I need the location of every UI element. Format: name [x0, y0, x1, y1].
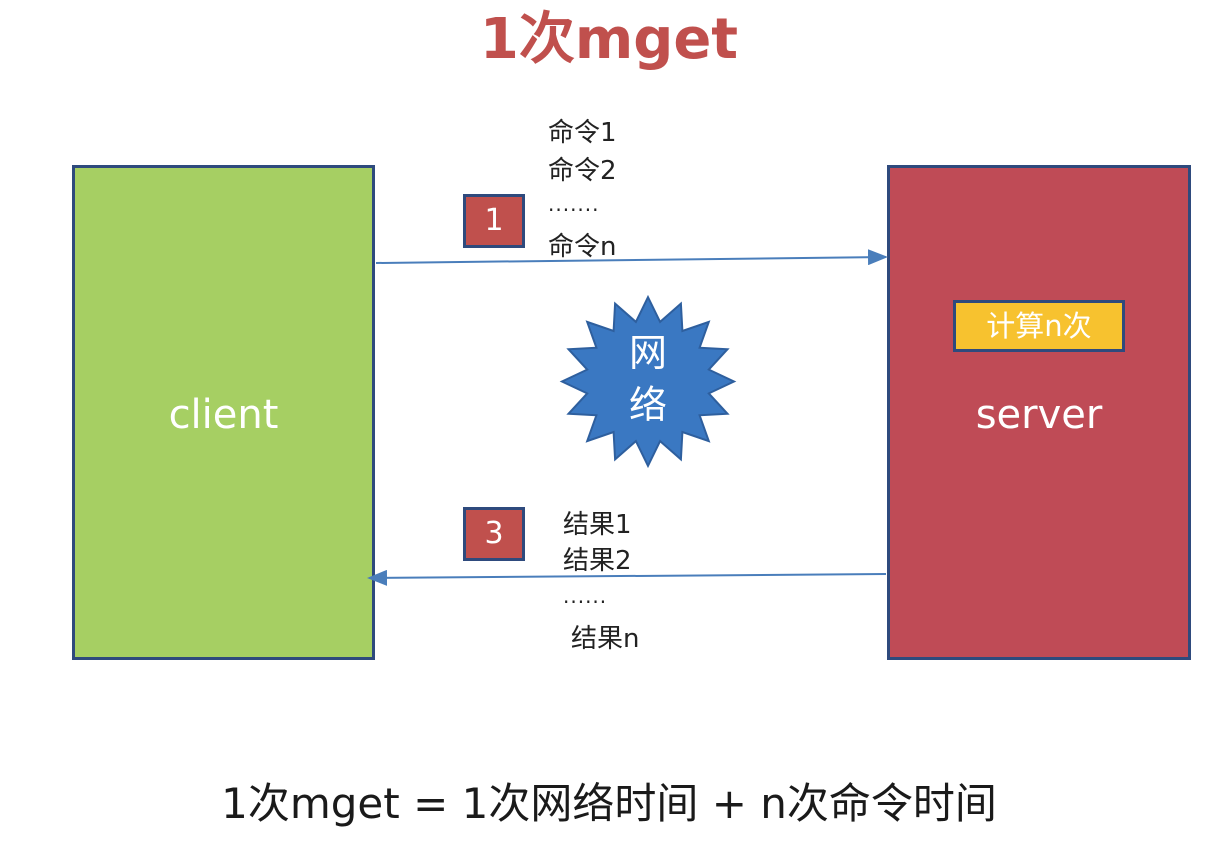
network-burst-shape: 网 络: [559, 294, 737, 469]
result-ellipsis: ......: [563, 584, 608, 608]
server-box: 计算n次 server: [887, 165, 1191, 660]
command-ellipsis: .......: [548, 192, 600, 216]
diagram-title: 1次mget: [479, 7, 739, 72]
result-item: 结果2: [563, 546, 632, 576]
step-1-badge: 1: [463, 194, 525, 248]
command-item: 命令1: [548, 118, 617, 148]
network-text-line2: 络: [629, 383, 667, 427]
response-arrow: [367, 569, 887, 586]
command-item: 命令n: [548, 232, 617, 262]
client-label: client: [168, 392, 279, 438]
network-text-line1: 网: [629, 331, 667, 375]
result-item: 结果1: [563, 510, 632, 540]
result-item: 结果n: [571, 624, 640, 654]
formula-text: 1次mget = 1次网络时间 + n次命令时间: [221, 779, 997, 828]
server-label: server: [975, 392, 1103, 438]
step-3-badge: 3: [463, 507, 525, 561]
command-item: 命令2: [548, 156, 617, 186]
client-box: client: [72, 165, 375, 660]
request-arrow: [375, 249, 888, 266]
compute-n-times-badge: 计算n次: [953, 300, 1125, 352]
